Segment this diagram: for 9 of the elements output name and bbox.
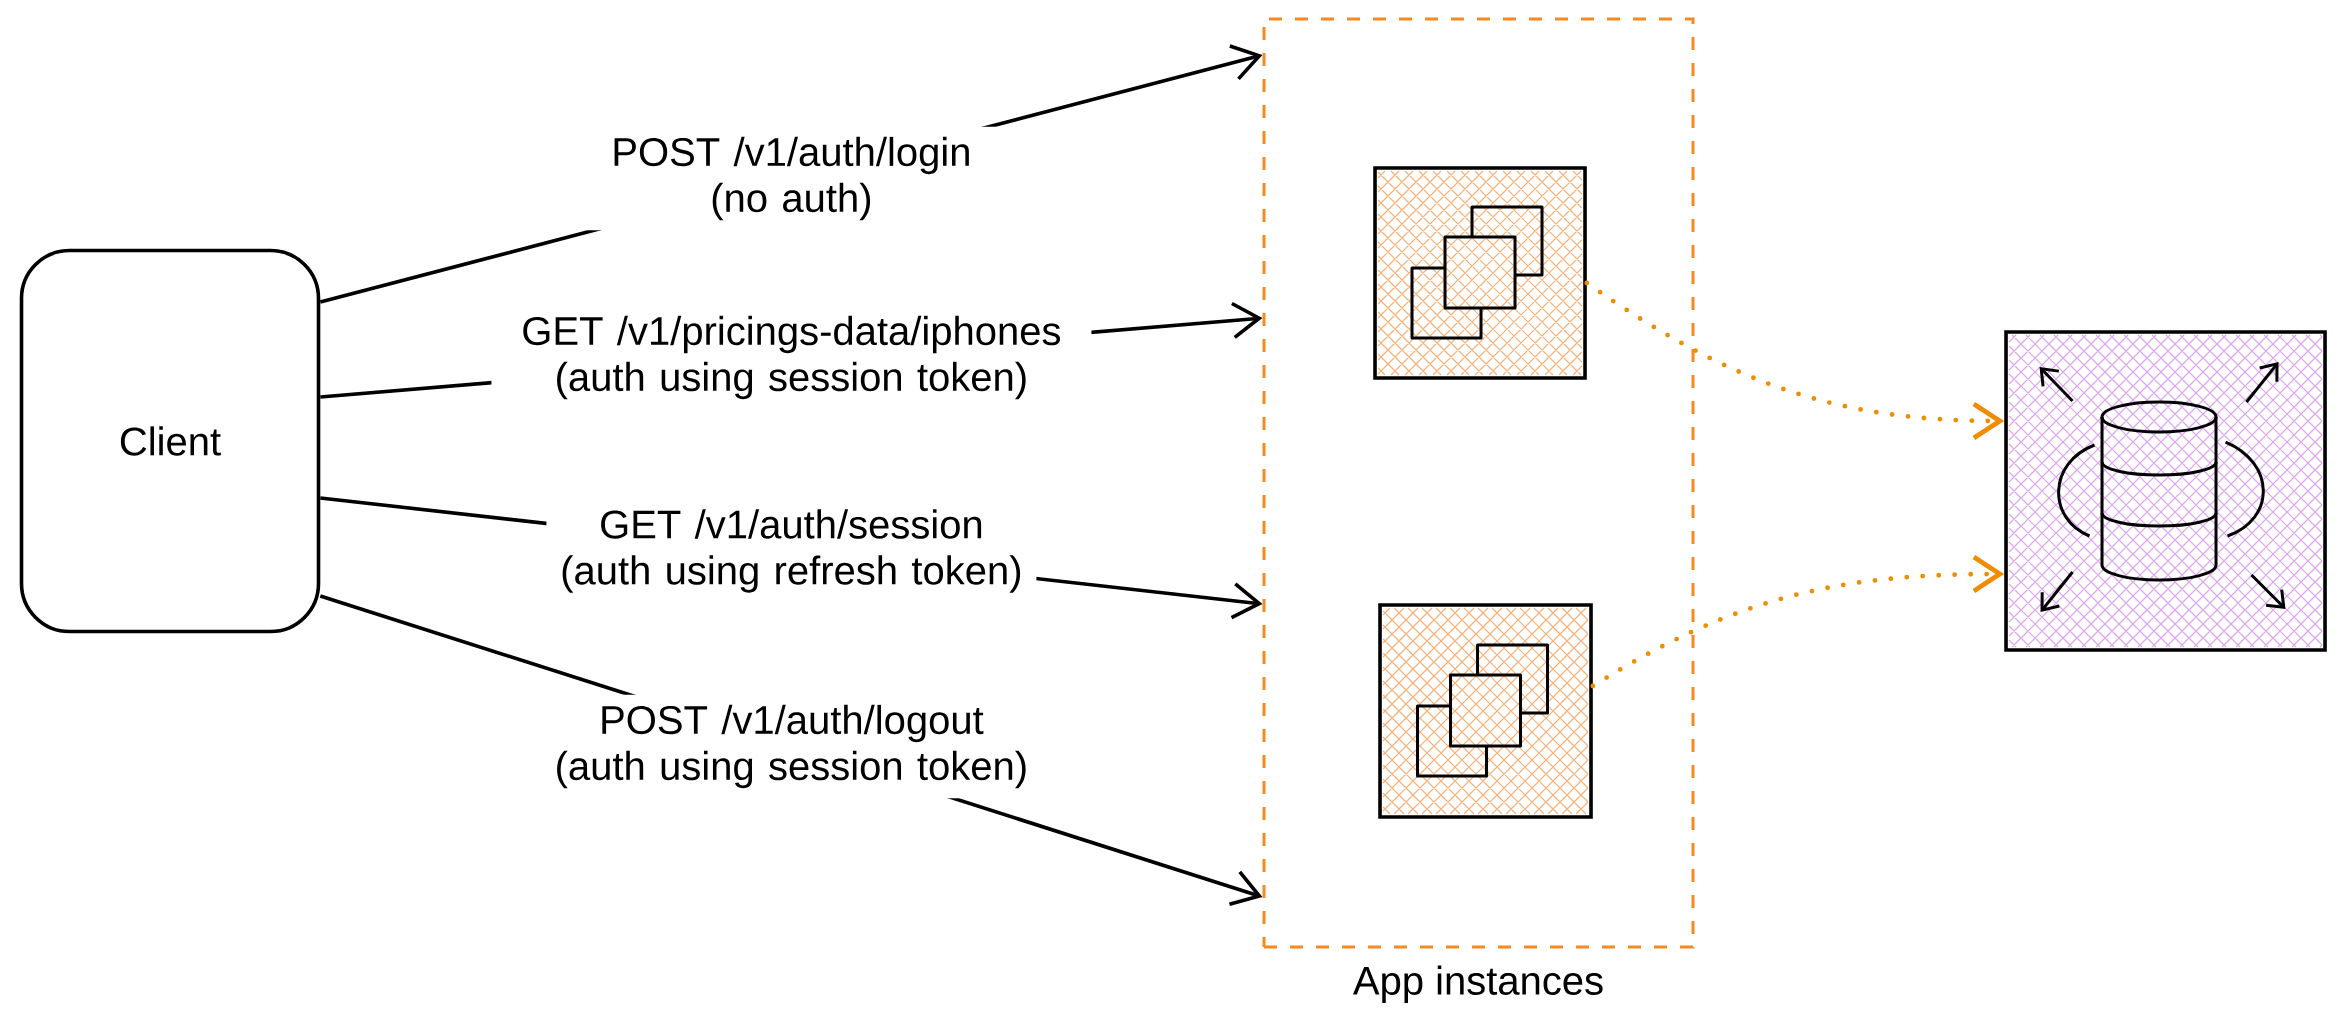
rounded-box: Client [19,248,321,634]
dashed-frame: App instances [1262,17,1695,1003]
node-label: App instances [1352,965,1603,1003]
edge-label: GET /v1/pricings-data/iphones (auth using session token) [491,305,1092,410]
edge-label: GET /v1/auth/session (auth using refresh token) [546,499,1037,603]
dotted-arrow [1590,555,2005,689]
edge-label: POST /v1/auth/login (no auth) [586,126,997,231]
dotted-arrow [1584,280,2005,440]
edge-label: POST /v1/auth/logout (auth using session token) [543,694,1040,799]
